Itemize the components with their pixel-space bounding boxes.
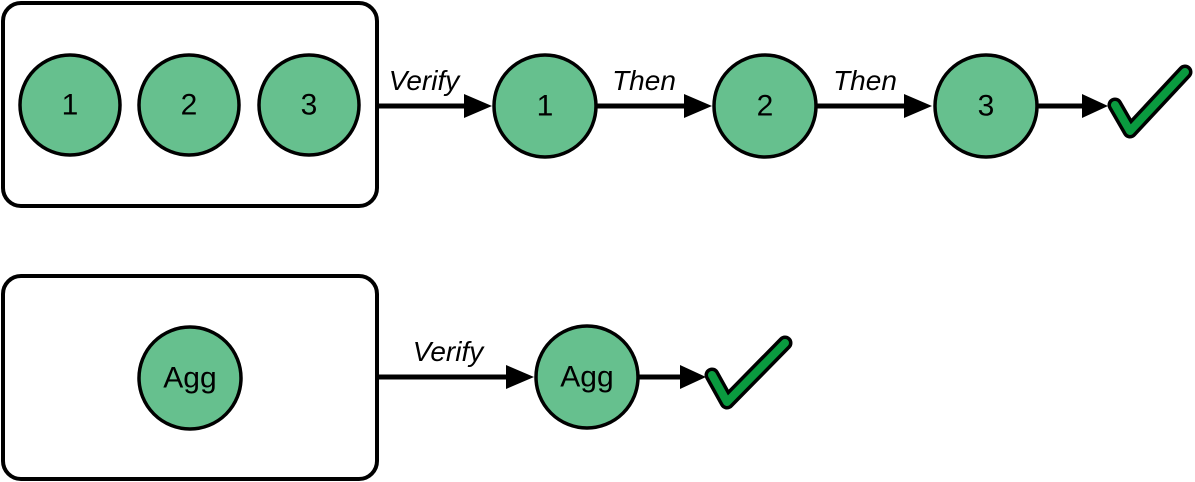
bottom-edge-verify: Verify: [378, 336, 534, 389]
bottom-edge-result: [639, 365, 706, 389]
top-edge-then-2: Then: [817, 65, 932, 118]
bottom-chain-node-agg: Agg: [534, 324, 640, 430]
top-edge-verify-label: Verify: [389, 65, 462, 96]
bottom-edge-verify-label: Verify: [413, 336, 486, 367]
top-chain-node-1: 1: [492, 53, 598, 159]
bottom-group-node-agg: Agg: [137, 325, 243, 431]
top-edge-then-2-label: Then: [833, 65, 897, 96]
top-edge-then-1-label: Then: [612, 65, 676, 96]
bottom-group-node-agg-label: Agg: [163, 362, 216, 395]
top-group-node-3: 3: [257, 53, 361, 157]
arrowhead-icon: [464, 94, 492, 118]
top-group-node-1-label: 1: [62, 89, 79, 122]
bottom-chain-node-agg-label: Agg: [560, 361, 613, 394]
top-edge-result: [1038, 94, 1108, 118]
arrowhead-icon: [904, 94, 932, 118]
top-chain-node-2-label: 2: [757, 90, 774, 123]
checkmark-icon: [704, 335, 793, 410]
arrowhead-icon: [506, 365, 534, 389]
top-group-node-2-label: 2: [181, 89, 198, 122]
top-edge-then-1: Then: [597, 65, 712, 118]
top-group-node-2: 2: [137, 53, 241, 157]
top-chain-node-2: 2: [712, 53, 818, 159]
arrowhead-icon: [684, 94, 712, 118]
top-flow: 1 2 3 Verify 1 Then 2: [1, 1, 1193, 208]
top-chain-node-1-label: 1: [537, 90, 554, 123]
arrowhead-icon: [680, 365, 706, 389]
top-group-node-1: 1: [18, 53, 122, 157]
top-chain-node-3-label: 3: [978, 90, 995, 123]
checkmark-icon: [1107, 64, 1193, 139]
arrowhead-icon: [1082, 94, 1108, 118]
top-edge-verify: Verify: [378, 65, 492, 118]
bottom-flow: Agg Verify Agg: [1, 274, 793, 481]
top-group-node-3-label: 3: [301, 89, 318, 122]
top-chain-node-3: 3: [933, 53, 1039, 159]
